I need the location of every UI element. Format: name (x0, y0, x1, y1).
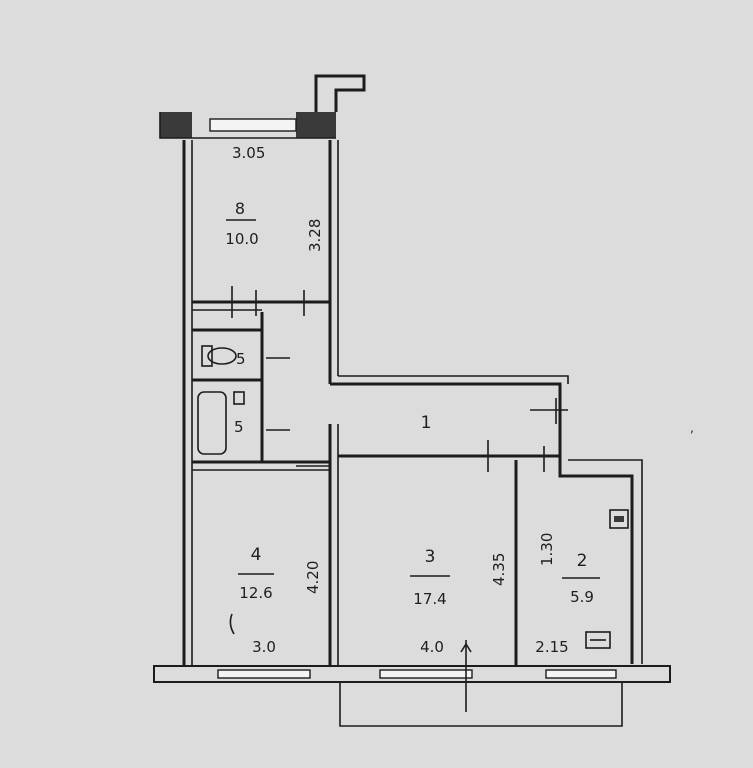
room-3-area: 17.4 (413, 590, 446, 608)
room-3-length: 4.35 (490, 553, 508, 586)
window-room-8 (209, 118, 297, 132)
room-8-area: 10.0 (225, 230, 258, 248)
room-2-outer-wall (558, 452, 634, 664)
room-8-width: 3.05 (232, 144, 265, 162)
balcony-outline (339, 682, 623, 727)
stove (585, 631, 611, 649)
sink (233, 391, 245, 405)
room-2-area: 5.9 (570, 588, 594, 606)
room-3-number: 3 (425, 547, 436, 567)
outer-walls (153, 74, 671, 727)
balcony-door-arrow (460, 642, 472, 653)
margin-mark: ‚ (690, 421, 694, 435)
room-2-number: 2 (577, 551, 588, 571)
top-right-wall-block (296, 112, 336, 138)
corridor-top-wall-inner (338, 375, 569, 384)
room-4-length: 4.20 (304, 561, 322, 594)
toilet-tank (201, 345, 213, 367)
vent-grille (614, 516, 624, 522)
room-5b-number: 5 (234, 418, 244, 436)
room-4-width: 3.0 (252, 638, 276, 656)
room-3-width: 4.0 (420, 638, 444, 656)
window-room-4 (217, 669, 311, 679)
pencil-mark (229, 613, 235, 635)
room-8-length: 3.28 (306, 219, 324, 252)
top-wall-line (159, 112, 336, 139)
bathtub (197, 391, 227, 455)
vent-box (609, 509, 629, 529)
window-room-2 (545, 669, 617, 679)
vent-shaft (314, 74, 366, 112)
room-5a-number: 5 (236, 350, 246, 368)
room-labels: 3.05 8 10.0 3.28 5 5 1 4 12.6 4.20 3.0 3… (225, 144, 600, 656)
room-2-width: 2.15 (535, 638, 568, 656)
room-2-length: 1.30 (538, 533, 556, 566)
top-left-wall-block (160, 112, 192, 138)
corridor-top-wall (330, 382, 562, 452)
inner-walls (192, 286, 611, 666)
room-4-number: 4 (251, 545, 262, 565)
window-room-3 (379, 669, 473, 679)
room-8-number: 8 (235, 199, 245, 218)
room-4-area: 12.6 (239, 584, 272, 602)
room-2-outer-wall-inner (568, 459, 643, 664)
toilet-bowl (207, 347, 237, 365)
room-1-number: 1 (421, 413, 432, 433)
bottom-wall (153, 665, 671, 683)
